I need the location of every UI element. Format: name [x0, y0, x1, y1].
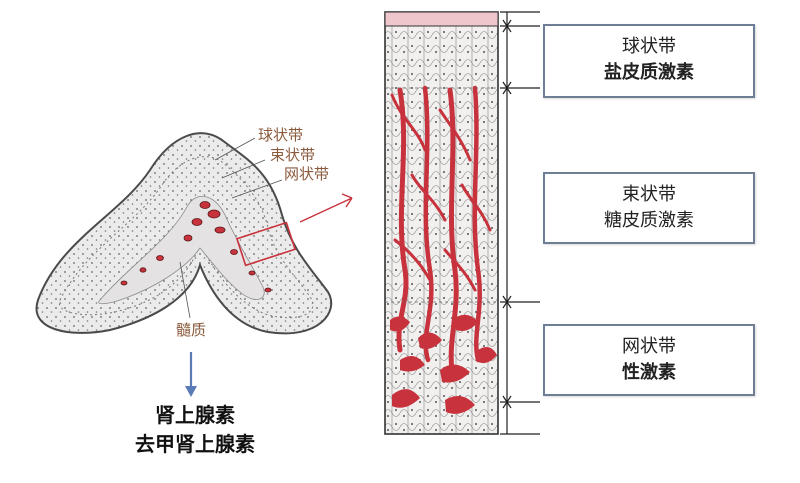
label-zona-reticularis: 网状带: [284, 165, 330, 183]
box-zona-glomerulosa: 球状带 盐皮质激素: [543, 24, 755, 98]
label-zona-fasciculata: 束状带: [270, 146, 316, 164]
zone-bracket: [500, 11, 540, 435]
medulla-arrow-head: [185, 386, 197, 397]
box-zona-fasciculata: 束状带 糖皮质激素: [543, 172, 755, 244]
capsule-layer: [384, 11, 499, 27]
box-zone-label: 束状带: [622, 184, 676, 205]
cortex-vessels: [390, 85, 492, 373]
medulla-hormone-1: 肾上腺素: [155, 403, 235, 427]
box-hormone-label: 糖皮质激素: [604, 210, 694, 231]
medulla-hormone-2: 去甲肾上腺素: [135, 432, 255, 456]
box-hormone-label: 盐皮质激素: [604, 62, 694, 83]
medulla-region: [98, 195, 265, 305]
label-medulla: 髓质: [176, 321, 207, 339]
adrenal-gland: [35, 132, 353, 397]
box-zone-label: 网状带: [622, 336, 676, 357]
zoom-box: [235, 221, 297, 267]
leader-medulla: [179, 261, 191, 319]
zoom-arrow: [299, 193, 353, 223]
cortex-strip: [384, 11, 499, 435]
medulla-vessels: [120, 201, 272, 293]
box-zona-reticularis: 网状带 性激素: [543, 324, 755, 396]
leader-zona-reticularis: [231, 179, 283, 199]
leader-zona-fasciculata: [221, 159, 266, 179]
box-zone-label: 球状带: [622, 36, 676, 57]
label-zona-glomerulosa: 球状带: [258, 126, 304, 144]
reticularis-vessels: [390, 314, 497, 414]
box-hormone-label: 性激素: [622, 362, 676, 383]
leader-zona-glomerulosa: [214, 137, 256, 161]
